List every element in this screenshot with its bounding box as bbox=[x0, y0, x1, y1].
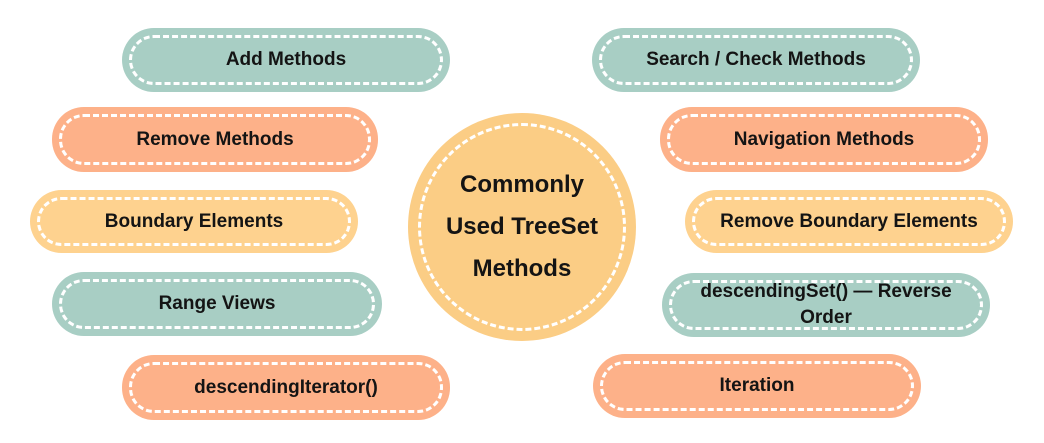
diagram-title-line-2: Used TreeSet bbox=[445, 213, 599, 240]
pill-descending-iterator: descendingIterator() bbox=[122, 355, 450, 420]
pill-search-check-methods-label: Search / Check Methods bbox=[646, 49, 866, 71]
pill-search-check-methods: Search / Check Methods bbox=[592, 28, 920, 92]
pill-remove-methods-label: Remove Methods bbox=[136, 128, 294, 150]
pill-add-methods: Add Methods bbox=[122, 28, 450, 92]
pill-descending-set-reverse-order: descendingSet() — Reverse Order bbox=[662, 273, 990, 337]
pill-boundary-elements-label: Boundary Elements bbox=[104, 210, 284, 232]
pill-remove-methods: Remove Methods bbox=[52, 107, 378, 172]
diagram-title-line-1: Commonly bbox=[459, 171, 584, 198]
pill-range-views-label: Range Views bbox=[158, 293, 276, 315]
pill-boundary-elements: Boundary Elements bbox=[30, 190, 358, 253]
pill-descending-set-reverse-order-label: descendingSet() — Reverse Order bbox=[700, 281, 952, 328]
pill-descending-iterator-label: descendingIterator() bbox=[194, 376, 378, 398]
pill-iteration: Iteration bbox=[593, 354, 921, 418]
center-circle: Commonly Used TreeSet Methods bbox=[408, 113, 636, 341]
pill-range-views: Range Views bbox=[52, 272, 382, 336]
diagram-title-line-3: Methods bbox=[472, 255, 572, 282]
diagram-title: Commonly Used TreeSet Methods bbox=[446, 164, 598, 290]
pill-remove-boundary-elements: Remove Boundary Elements bbox=[685, 190, 1013, 253]
pill-navigation-methods-label: Navigation Methods bbox=[733, 128, 915, 150]
pill-navigation-methods: Navigation Methods bbox=[660, 107, 988, 172]
pill-remove-boundary-elements-label: Remove Boundary Elements bbox=[720, 210, 978, 232]
pill-add-methods-label: Add Methods bbox=[225, 49, 347, 71]
pill-iteration-label: Iteration bbox=[719, 375, 795, 397]
